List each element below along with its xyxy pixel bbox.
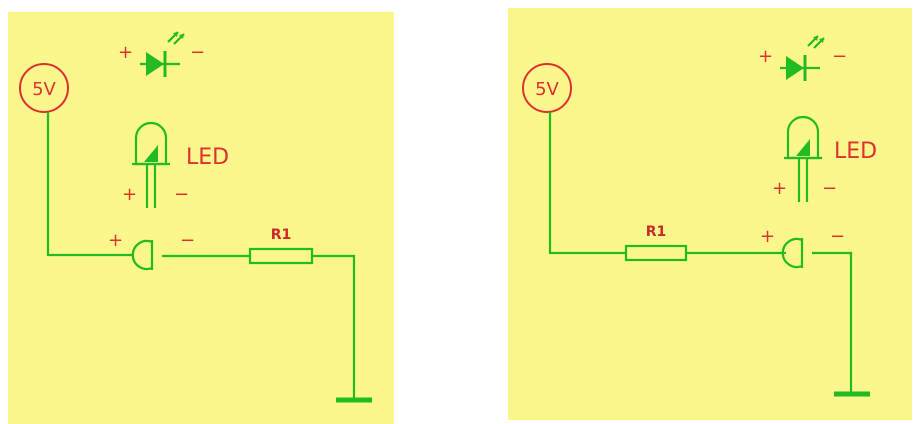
led-symbol-plus: +: [118, 42, 133, 63]
wire-resistor-to-ground: [312, 254, 356, 398]
led-symbol: + −: [758, 35, 847, 81]
voltage-source-label: 5V: [32, 79, 56, 100]
resistor: R1: [624, 224, 688, 262]
circuit-led-plus: +: [760, 226, 775, 247]
wire-source-to-led: [46, 112, 134, 257]
circuit-diagram-right: 5V + − LED + −: [508, 8, 912, 420]
wire-led-to-ground: [812, 251, 853, 392]
led-component: LED + −: [772, 115, 877, 202]
led-label: LED: [186, 145, 229, 170]
voltage-source: 5V: [522, 63, 572, 113]
led-plus: +: [772, 178, 787, 199]
resistor-label: R1: [271, 227, 292, 243]
circuit-svg-left: 5V + − LED + −: [19, 31, 372, 403]
led-label: LED: [834, 139, 877, 164]
led-symbol-minus: −: [190, 42, 205, 63]
voltage-source: 5V: [19, 63, 69, 113]
led-symbol-minus: −: [832, 46, 847, 67]
circuit-led-plus: +: [108, 230, 123, 251]
led-minus: −: [822, 178, 837, 199]
resistor-label: R1: [646, 224, 667, 240]
circuit-diagram-left: 5V + − LED + −: [8, 12, 394, 424]
led-plus: +: [122, 184, 137, 205]
led-symbol-plus: +: [758, 46, 773, 67]
circuit-led-minus: −: [830, 226, 845, 247]
wire-source-to-resistor: [548, 112, 626, 255]
led-symbol: + −: [118, 31, 205, 77]
resistor: R1: [248, 227, 314, 265]
circuit-led-minus: −: [180, 230, 195, 251]
circuit-svg-right: 5V + − LED + −: [522, 35, 877, 397]
led-in-circuit: + −: [760, 226, 845, 269]
led-component: LED + −: [122, 121, 229, 208]
led-in-circuit: + −: [108, 230, 195, 271]
led-minus: −: [174, 184, 189, 205]
voltage-source-label: 5V: [535, 79, 559, 100]
